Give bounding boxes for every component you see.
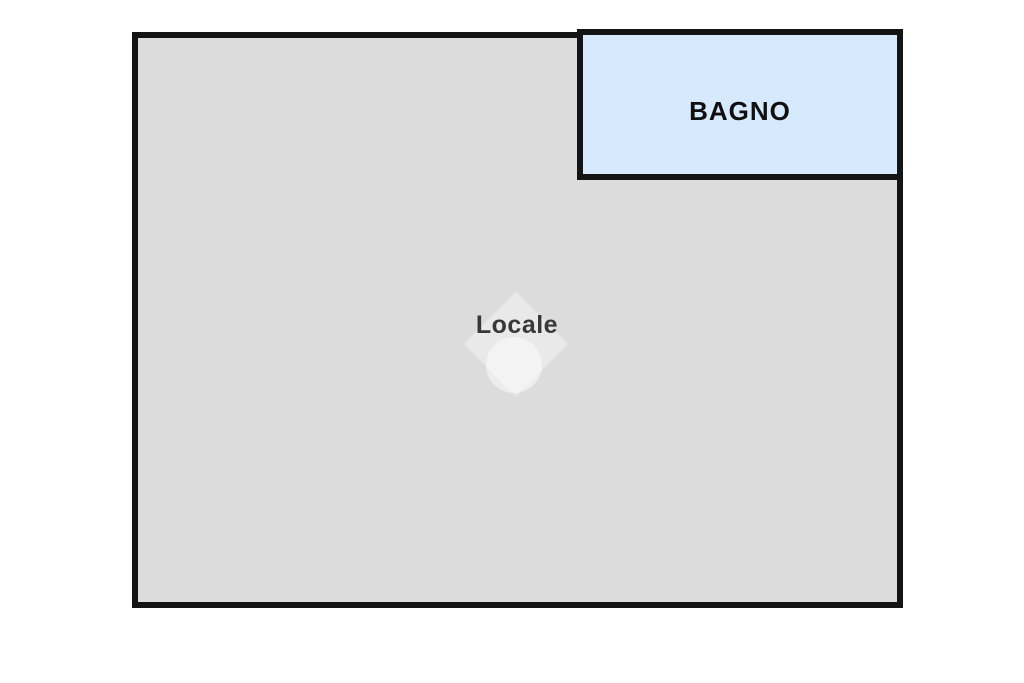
room-label-locale: Locale <box>475 311 559 339</box>
watermark-circle-icon <box>486 337 542 393</box>
room-bagno: BAGNO <box>577 29 903 180</box>
room-label-bagno: BAGNO <box>689 96 791 126</box>
